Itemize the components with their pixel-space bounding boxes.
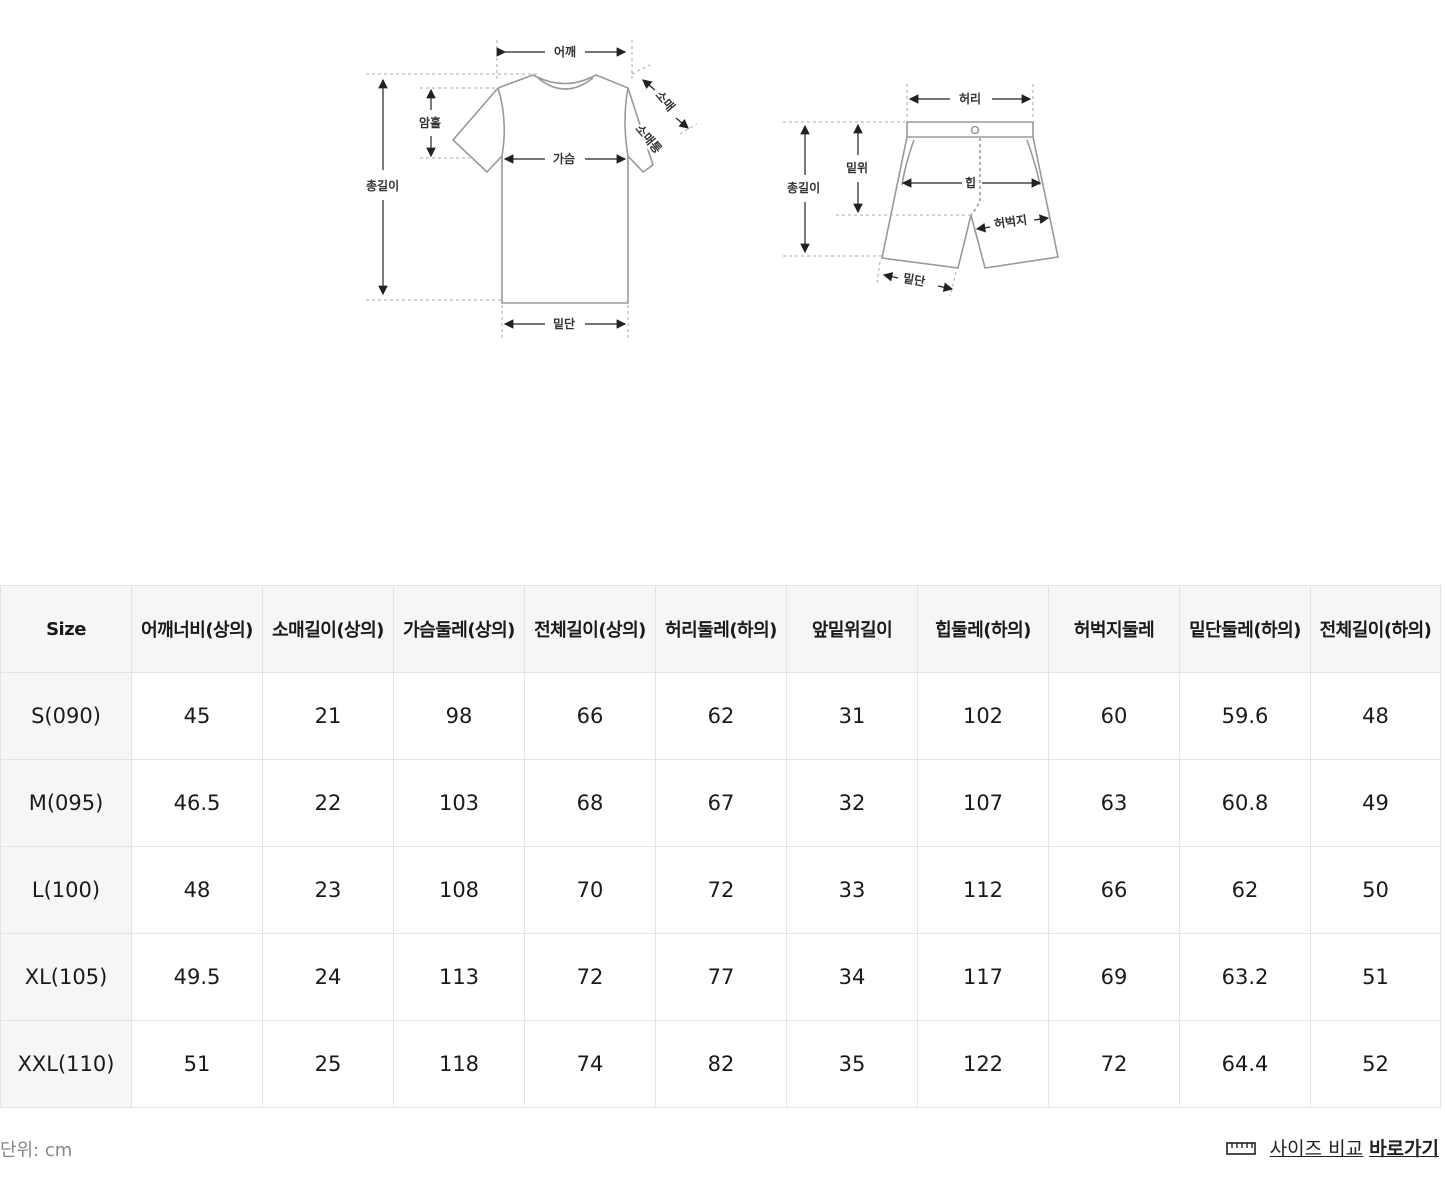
table-cell: 22	[262, 759, 394, 847]
size-table: Size 어깨너비(상의) 소매길이(상의) 가슴둘레(상의) 전체길이(상의)…	[0, 585, 1441, 1108]
table-cell: 49	[1310, 759, 1441, 847]
table-cell: 60	[1048, 672, 1180, 760]
table-cell: 77	[655, 933, 787, 1021]
table-row: M(095) 46.5 22 103 68 67 32 107 63 60.8 …	[0, 759, 1441, 847]
table-cell: 74	[524, 1020, 656, 1108]
table-cell: 51	[1310, 933, 1441, 1021]
size-compare-label: 사이즈 비교	[1269, 1138, 1364, 1160]
table-cell: 48	[1310, 672, 1441, 760]
garment-illustration	[366, 40, 1059, 340]
table-cell: 46.5	[131, 759, 263, 847]
table-cell: 50	[1310, 846, 1441, 934]
table-cell: 72	[655, 846, 787, 934]
table-cell: 103	[393, 759, 525, 847]
table-cell: 107	[917, 759, 1049, 847]
table-header-cell: 힙둘레(하의)	[917, 585, 1049, 673]
size-cell: XL(105)	[0, 933, 132, 1021]
table-cell: 70	[524, 846, 656, 934]
table-cell: 52	[1310, 1020, 1441, 1108]
table-row: XL(105) 49.5 24 113 72 77 34 117 69 63.2…	[0, 933, 1441, 1021]
size-cell: L(100)	[0, 846, 132, 934]
table-row: L(100) 48 23 108 70 72 33 112 66 62 50	[0, 846, 1441, 934]
table-cell: 122	[917, 1020, 1049, 1108]
table-cell: 72	[1048, 1020, 1180, 1108]
table-cell: 108	[393, 846, 525, 934]
label-waist: 허리	[959, 92, 982, 106]
table-cell: 82	[655, 1020, 787, 1108]
table-row: S(090) 45 21 98 66 62 31 102 60 59.6 48	[0, 672, 1441, 760]
table-header-cell: 밑단둘레(하의)	[1179, 585, 1311, 673]
table-cell: 32	[786, 759, 918, 847]
unit-note: 단위: cm	[0, 1140, 73, 1161]
table-header-cell: 가슴둘레(상의)	[393, 585, 525, 673]
table-cell: 112	[917, 846, 1049, 934]
size-cell: M(095)	[0, 759, 132, 847]
table-cell: 68	[524, 759, 656, 847]
table-header-cell: 허리둘레(하의)	[655, 585, 787, 673]
tshirt-outline	[451, 74, 654, 304]
table-cell: 63.2	[1179, 933, 1311, 1021]
label-top-total-length: 총길이	[366, 179, 400, 193]
table-cell: 62	[655, 672, 787, 760]
table-cell: 35	[786, 1020, 918, 1108]
table-header-cell: Size	[0, 585, 132, 673]
table-cell: 98	[393, 672, 525, 760]
ruler-icon	[1225, 1141, 1256, 1155]
label-chest: 가슴	[553, 152, 576, 166]
table-cell: 31	[786, 672, 918, 760]
table-row: XXL(110) 51 25 118 74 82 35 122 72 64.4 …	[0, 1020, 1441, 1108]
label-bottom-total-length: 총길이	[787, 181, 821, 195]
table-cell: 33	[786, 846, 918, 934]
table-header-row: Size 어깨너비(상의) 소매길이(상의) 가슴둘레(상의) 전체길이(상의)…	[0, 585, 1441, 673]
table-cell: 51	[131, 1020, 263, 1108]
table-cell: 25	[262, 1020, 394, 1108]
table-cell: 117	[917, 933, 1049, 1021]
table-cell: 102	[917, 672, 1049, 760]
table-cell: 45	[131, 672, 263, 760]
size-cell: S(090)	[0, 672, 132, 760]
table-cell: 113	[393, 933, 525, 1021]
label-rise: 밑위	[846, 161, 869, 175]
label-armhole: 암홀	[419, 116, 442, 130]
table-cell: 63	[1048, 759, 1180, 847]
size-diagram: 어깨 암홀 소매 소매통 가슴 총길이 밑단 허리 밑위 총길이 힙 허벅지 밑…	[0, 0, 1445, 360]
size-compare-link[interactable]: 사이즈 비교 바로가기	[1225, 1134, 1439, 1161]
table-cell: 118	[393, 1020, 525, 1108]
shorts-outline	[881, 121, 1059, 269]
label-shoulder: 어깨	[554, 45, 577, 59]
table-cell: 69	[1048, 933, 1180, 1021]
table-cell: 66	[524, 672, 656, 760]
table-cell: 21	[262, 672, 394, 760]
table-header-cell: 허벅지둘레	[1048, 585, 1180, 673]
table-cell: 48	[131, 846, 263, 934]
label-top-hem: 밑단	[553, 317, 576, 331]
table-cell: 60.8	[1179, 759, 1311, 847]
table-header-cell: 앞밑위길이	[786, 585, 918, 673]
label-hip: 힙	[965, 176, 977, 190]
table-cell: 67	[655, 759, 787, 847]
table-cell: 62	[1179, 846, 1311, 934]
table-cell: 23	[262, 846, 394, 934]
size-cell: XXL(110)	[0, 1020, 132, 1108]
table-cell: 64.4	[1179, 1020, 1311, 1108]
table-cell: 72	[524, 933, 656, 1021]
table-cell: 59.6	[1179, 672, 1311, 760]
table-header-cell: 어깨너비(상의)	[131, 585, 263, 673]
table-cell: 66	[1048, 846, 1180, 934]
table-cell: 49.5	[131, 933, 263, 1021]
size-compare-shortcut: 바로가기	[1369, 1138, 1439, 1160]
table-cell: 24	[262, 933, 394, 1021]
table-header-cell: 전체길이(하의)	[1310, 585, 1441, 673]
table-header-cell: 소매길이(상의)	[262, 585, 394, 673]
table-cell: 34	[786, 933, 918, 1021]
table-header-cell: 전체길이(상의)	[524, 585, 656, 673]
